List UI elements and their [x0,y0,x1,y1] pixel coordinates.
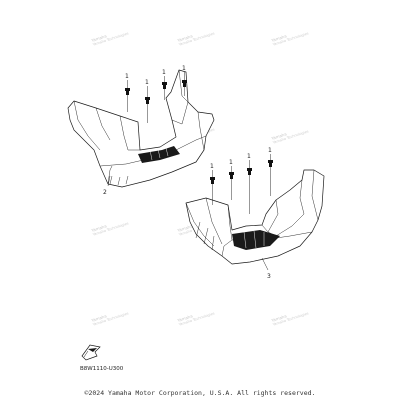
footrest-right-part [185,169,325,265]
callout-1-clip-a: 1 [125,73,129,80]
copyright-notice: ©2024 Yamaha Motor Corporation, U.S.A. A… [84,389,316,397]
fastener-clip-icon [268,160,273,167]
callout-1-clip-f: 1 [229,159,233,166]
callout-1-clip-d: 1 [182,65,186,72]
callout-1-clip-e: 1 [210,163,214,170]
watermark-line1: Yamaha [176,33,194,43]
callout-1-clip-c: 1 [162,69,166,76]
fastener-clip-icon [182,80,187,87]
fastener-clips [125,80,273,184]
fastener-clip-icon [210,177,215,184]
watermark-line1: Yamaha [90,313,108,323]
callout-2-footrest: 2 [103,189,107,196]
watermark-line1: Yamaha [90,223,108,233]
watermark-line1: Yamaha [270,131,288,141]
callout-1-clip-b: 1 [145,79,149,86]
watermark-line1: Yamaha [176,313,194,323]
watermark-line1: Yamaha [270,313,288,323]
callout-1-clip-h: 1 [268,147,272,154]
footrest-left-part [67,69,215,188]
callouts: 1 1 1 1 2 1 1 1 1 3 [103,65,272,280]
reference-code: B8W1110-U300 [80,366,124,372]
watermark-line1: Yamaha [270,33,288,43]
watermark-line1: Yamaha [90,33,108,43]
fastener-clip-icon [162,82,167,89]
front-arrow-icon [81,344,101,361]
callout-3-footrest: 3 [267,273,271,280]
fastener-clip-icon [229,172,234,179]
fastener-clip-icon [247,168,252,175]
watermark-line1: Yamaha [176,223,194,233]
fastener-clip-icon [145,97,150,104]
leader-lines [107,72,271,271]
fastener-clip-icon [125,88,130,95]
callout-1-clip-g: 1 [247,153,251,160]
